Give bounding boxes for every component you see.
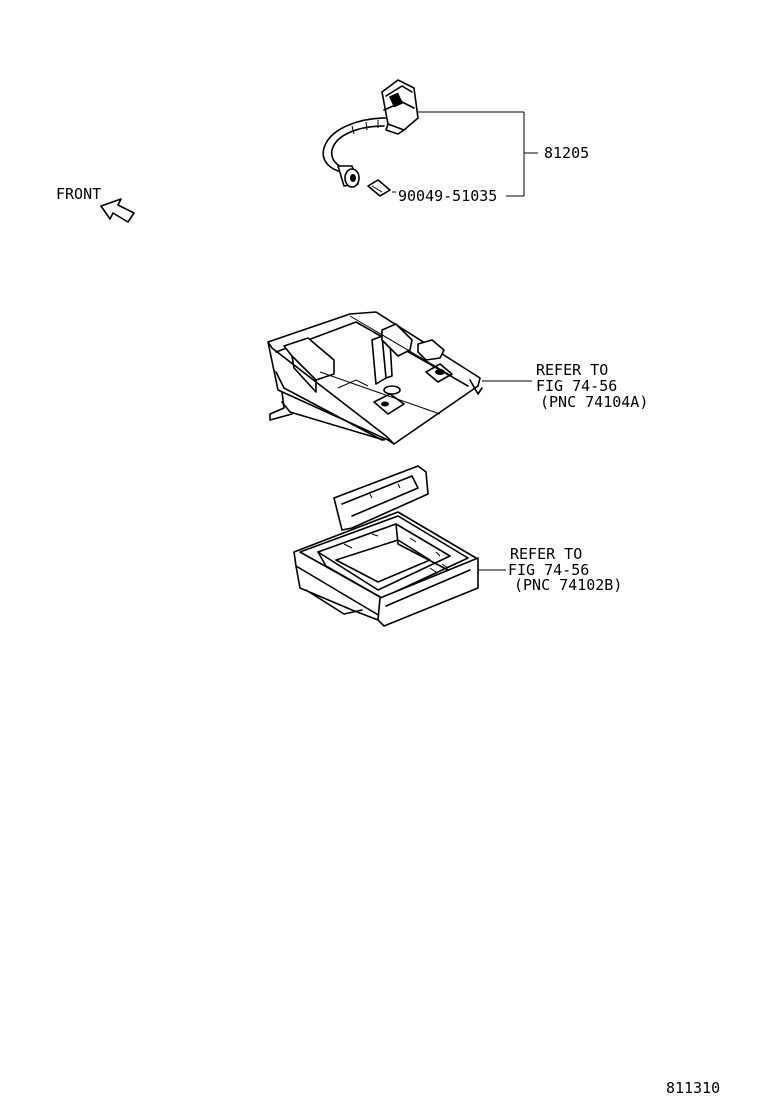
front-arrow-icon [100, 198, 135, 223]
lamp-harness-drawing [322, 79, 419, 197]
refer-upper-line3: (PNC 74104A) [540, 393, 648, 411]
refer-lower-line2: FIG 74-56 [508, 561, 589, 579]
figure-number: 811310 [666, 1079, 720, 1097]
part-number-81205: 81205 [544, 144, 589, 162]
console-box-drawing [293, 465, 479, 627]
leader-81205 [392, 111, 538, 197]
console-bracket-drawing [267, 311, 483, 445]
front-label: FRONT [56, 185, 101, 203]
refer-lower-line3: (PNC 74102B) [514, 576, 622, 594]
refer-upper-line1: REFER TO [536, 361, 608, 379]
refer-upper-line2: FIG 74-56 [536, 377, 617, 395]
part-number-clip: 90049-51035 [398, 187, 497, 205]
refer-lower-line1: REFER TO [510, 545, 582, 563]
